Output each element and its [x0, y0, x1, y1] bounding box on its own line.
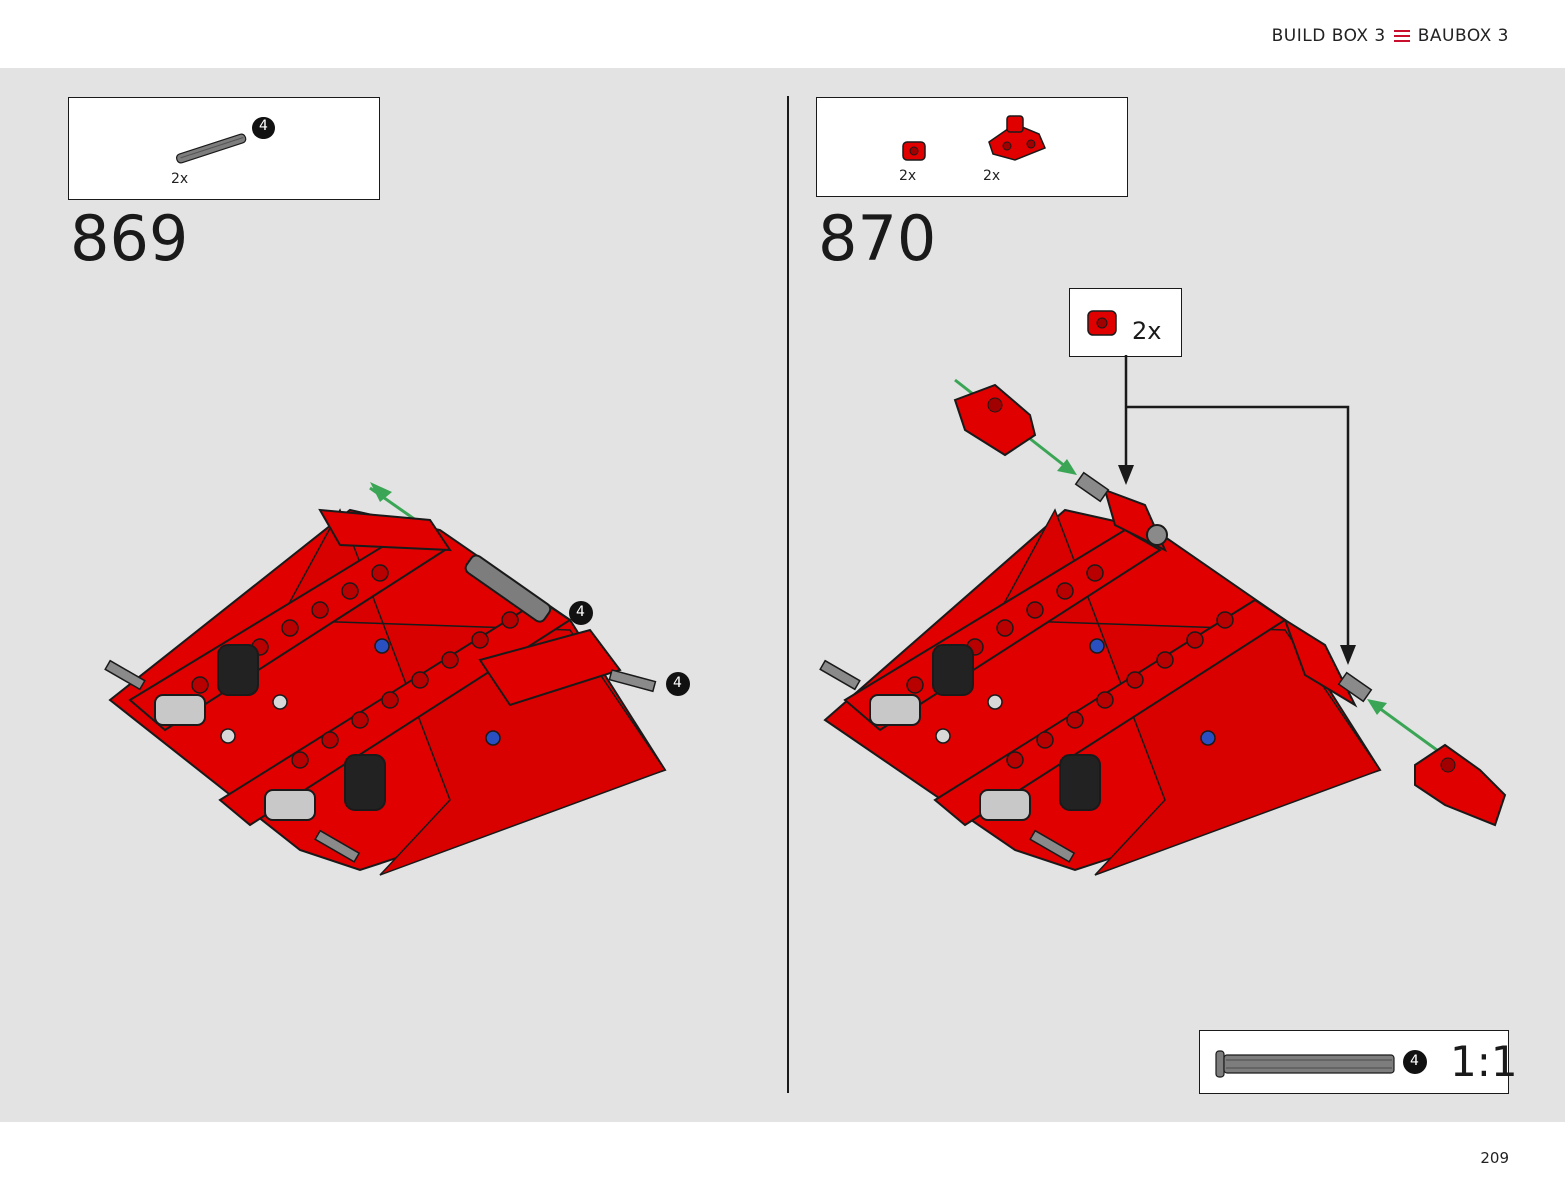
chassis-assembly-869	[104, 482, 667, 876]
parts-list-869: 4 2x	[68, 97, 380, 200]
callout-arrows	[1118, 355, 1356, 665]
red-bush-icon	[1087, 310, 1117, 336]
sub-step-callout: 2x	[1069, 288, 1182, 357]
step-divider	[787, 96, 789, 1093]
red-bush-icon	[902, 141, 926, 161]
separator-icon	[1393, 30, 1410, 42]
axle-length-badge-icon	[666, 672, 690, 696]
build-box-label: BUILD BOX 3 BAUBOX 3	[1272, 26, 1509, 46]
part-quantity: 2x	[171, 171, 189, 187]
step-number-869: 869	[70, 202, 189, 275]
build-box-text: BUILD BOX 3	[1271, 26, 1386, 46]
parts-list-870: 2x 2x	[816, 97, 1128, 197]
part-quantity: 2x	[983, 168, 1001, 184]
axle-length-badge-text: 4	[576, 604, 585, 620]
part-quantity: 2x	[899, 168, 917, 184]
grey-axle-4-icon	[175, 117, 274, 164]
red-connector-icon	[988, 115, 1046, 161]
axle-length-badge-icon	[569, 601, 593, 625]
length-badge-text: 4	[259, 118, 268, 134]
axle-length-badge-text: 4	[673, 675, 682, 691]
step-number-870: 870	[818, 202, 937, 275]
length-badge-icon	[253, 117, 275, 139]
scale-length-badge-icon	[1403, 1050, 1427, 1074]
grey-axle-4-scale-icon	[1215, 1050, 1395, 1078]
callout-quantity: 2x	[1132, 317, 1162, 345]
chassis-assembly-870	[819, 378, 1507, 876]
baubox-text: BAUBOX 3	[1417, 26, 1509, 46]
page-header: BUILD BOX 3 BAUBOX 3	[0, 0, 1565, 68]
page-number: 209	[1480, 1149, 1509, 1167]
scale-label: 1:1	[1450, 1037, 1518, 1086]
scale-length-badge-text: 4	[1410, 1053, 1419, 1069]
scale-reference-box: 4 1:1	[1199, 1030, 1518, 1094]
